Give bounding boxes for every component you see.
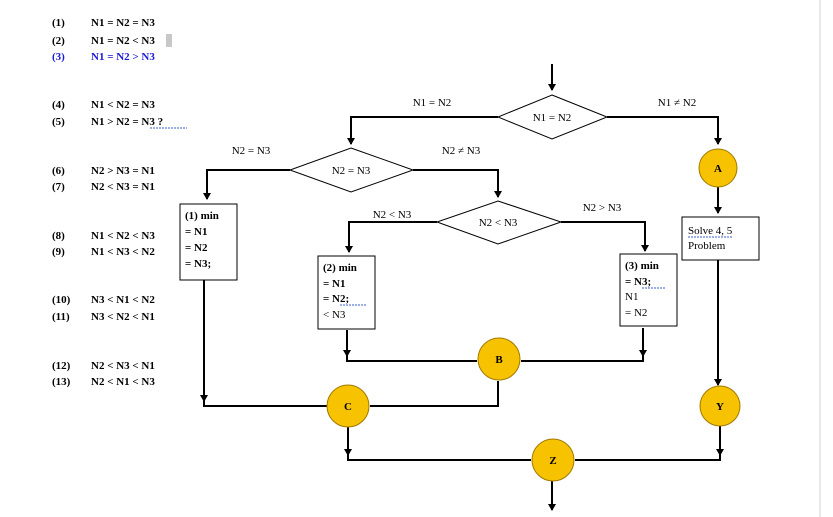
box-line: = N2; (323, 293, 349, 305)
case-expr: N3 < N2 < N1 (91, 311, 155, 323)
box-line: (1) min (185, 210, 219, 222)
box-line: = N2 (625, 307, 647, 319)
box-line: = N3; (185, 258, 211, 270)
decision-diamond (496, 94, 609, 140)
box-line: = N2 (185, 242, 208, 254)
d1-no-label: N1 ≠ N2 (658, 97, 696, 109)
case-expr: N2 < N1 < N3 (91, 376, 155, 388)
text-cursor-highlight (166, 34, 172, 47)
decision-n2-eq-n3: N2 = N3 (288, 147, 415, 193)
d3-yes-line (345, 221, 437, 253)
case-expr: N1 = N2 < N3 (91, 35, 155, 47)
case-expr: N1 < N3 < N2 (91, 246, 155, 258)
connector-label: Z (549, 455, 556, 467)
box1-to-c-line (203, 280, 327, 407)
box-line: (3) min (625, 260, 659, 272)
d2-yes-line (203, 169, 290, 200)
case-expr: N2 > N3 = N1 (91, 165, 155, 177)
decision-label: N2 < N3 (479, 217, 518, 229)
case-num: (10) (52, 294, 71, 306)
connector-b: B (477, 337, 521, 381)
b-to-c-line (370, 381, 499, 407)
flow-lines (200, 64, 724, 511)
case-expr: N1 > N2 = N3 ? (91, 116, 163, 128)
case-num: (12) (52, 360, 71, 372)
d3-yes-label: N2 < N3 (373, 209, 412, 221)
box-line: Solve 4, 5 (688, 225, 733, 237)
connector-circle (326, 384, 370, 428)
box3-to-b-line (521, 328, 644, 362)
case-expr: N3 < N1 < N2 (91, 294, 155, 306)
solve-box: Solve 4, 5 Problem (681, 216, 760, 261)
y-to-z-line (575, 426, 721, 461)
process-box (681, 216, 760, 261)
connector-circle (698, 148, 738, 188)
d1-no-line (607, 116, 722, 145)
d2-yes-label: N2 = N3 (232, 145, 271, 157)
case-num: (8) (52, 230, 65, 242)
decision-n1-eq-n2: N1 = N2 (496, 94, 609, 140)
box2-to-b-line (346, 330, 477, 362)
process-box (179, 203, 238, 281)
case-num: (1) (52, 17, 65, 29)
connector-label: Y (716, 401, 724, 413)
decision-label: N2 = N3 (332, 165, 371, 177)
connector-label: C (344, 401, 352, 413)
d3-no-line (561, 221, 649, 252)
case-num: (6) (52, 165, 65, 177)
case-num: (3) (52, 51, 65, 63)
connector-c: C (326, 384, 370, 428)
decision-label: N1 = N2 (533, 112, 572, 124)
process-box (619, 253, 678, 327)
case-expr: N1 < N2 < N3 (91, 230, 155, 242)
box-line: = N1 (323, 278, 345, 290)
connector-z: Z (531, 438, 575, 482)
decision-n2-lt-n3: N2 < N3 (435, 200, 563, 245)
case-num: (7) (52, 181, 65, 193)
d1-yes-line (347, 116, 498, 145)
box-line: (2) min (323, 262, 357, 274)
box-line: Problem (688, 240, 726, 252)
connector-label: A (714, 163, 722, 175)
case-num: (13) (52, 376, 71, 388)
case-expr: N1 = N2 = N3 (91, 17, 155, 29)
connector-y: Y (699, 385, 741, 427)
connector-label: B (495, 354, 503, 366)
d1-yes-label: N1 = N2 (413, 97, 452, 109)
case-num: (2) (52, 35, 65, 47)
connector-a: A (698, 148, 738, 188)
connector-circle (477, 337, 521, 381)
d3-no-label: N2 > N3 (583, 202, 622, 214)
min-box-1: (1) min = N1 = N2 = N3; (179, 203, 238, 281)
c-to-z-line (347, 427, 531, 461)
connector-circle (699, 385, 741, 427)
case-num: (9) (52, 246, 65, 258)
case-num: (11) (52, 311, 70, 323)
min-box-3: (3) min = N3; N1 = N2 (619, 253, 678, 327)
case-expr: N2 < N3 < N1 (91, 360, 155, 372)
case-expr: N1 = N2 > N3 (91, 51, 155, 63)
d2-no-label: N2 ≠ N3 (442, 145, 481, 157)
case-list: (1) N1 = N2 = N3 (2) N1 = N2 < N3 (3) N1… (52, 17, 187, 388)
process-box (317, 255, 376, 330)
d2-no-line (413, 169, 502, 198)
decision-diamond (288, 147, 415, 193)
case-num: (5) (52, 116, 65, 128)
box-line: N1 (625, 291, 638, 303)
case-num: (4) (52, 99, 65, 111)
decision-diamond (435, 200, 563, 245)
case-expr: N2 < N3 = N1 (91, 181, 155, 193)
box-line: = N1 (185, 226, 207, 238)
min-box-2: (2) min = N1 = N2; < N3 (317, 255, 376, 330)
box-line: = N3; (625, 276, 651, 288)
box-line: < N3 (323, 309, 346, 321)
connector-circle (531, 438, 575, 482)
case-expr: N1 < N2 = N3 (91, 99, 155, 111)
